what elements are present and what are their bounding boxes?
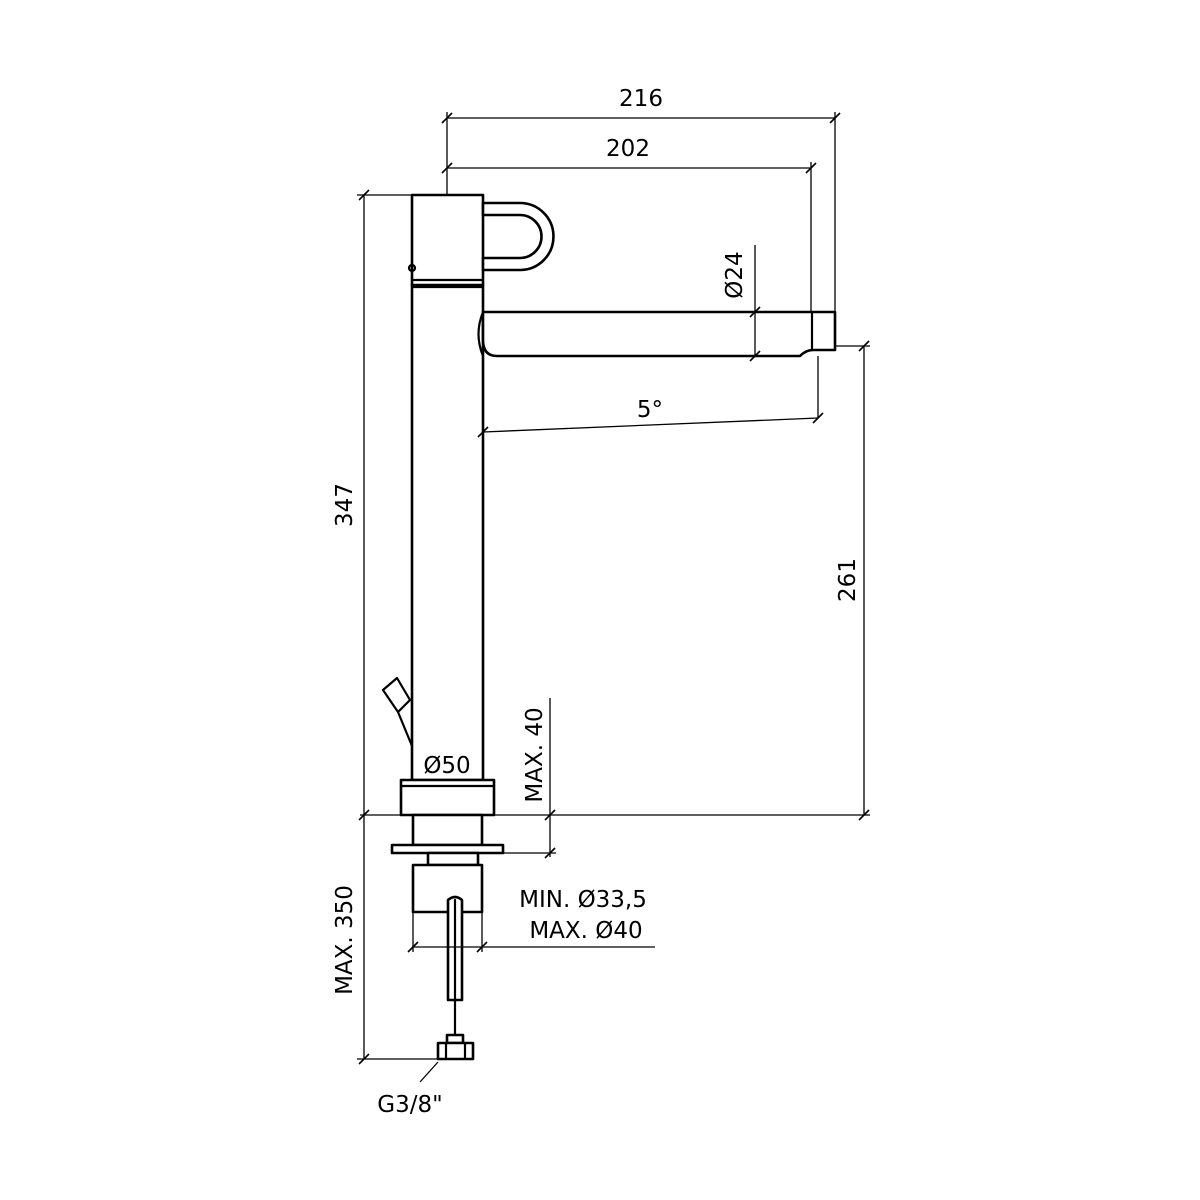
label-spout-reach: 202 xyxy=(606,136,650,162)
spout xyxy=(481,310,837,358)
label-overall-reach: 216 xyxy=(619,86,663,112)
label-base-diameter: Ø50 xyxy=(423,753,470,779)
lever-handle xyxy=(481,201,555,272)
label-hole-max: MAX. Ø40 xyxy=(529,918,642,944)
label-overall-height: 347 xyxy=(332,483,358,527)
pop-up-rod xyxy=(381,676,414,748)
label-spout-height: 261 xyxy=(835,558,861,602)
dimension-labels: 216 202 Ø24 5° 347 261 MAX. 40 Ø50 MAX. … xyxy=(332,86,861,1118)
fixing-nut xyxy=(426,851,480,867)
label-spout-angle: 5° xyxy=(637,397,663,423)
label-connection-thread: G3/8" xyxy=(377,1092,442,1118)
label-spout-diameter: Ø24 xyxy=(722,251,748,298)
dimension-lines xyxy=(357,112,870,1083)
threaded-shank xyxy=(411,813,484,847)
set-screw xyxy=(407,263,417,273)
spout-inner-curve xyxy=(477,310,485,358)
hose-connector-nut xyxy=(436,1041,475,1061)
label-hole-min: MIN. Ø33,5 xyxy=(519,887,647,913)
label-max-below-deck: MAX. 350 xyxy=(332,885,358,995)
mixer-cartridge-housing xyxy=(410,193,485,287)
dimension-ticks xyxy=(358,112,870,1065)
faucet-outline xyxy=(381,193,837,1061)
faucet-body xyxy=(410,283,485,782)
label-max-deck-thickness: MAX. 40 xyxy=(522,707,548,802)
